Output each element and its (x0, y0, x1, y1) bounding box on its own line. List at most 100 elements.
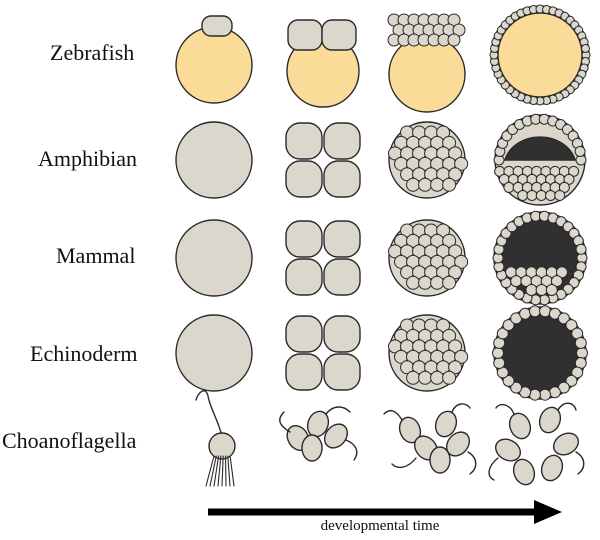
mammal-morula (388, 219, 469, 297)
blastocoel (504, 136, 576, 161)
animal-cell (574, 145, 586, 157)
flagellum (345, 439, 358, 461)
vegetal-cell (517, 189, 529, 201)
flagellum (467, 451, 477, 475)
echinoderm-4cell (285, 315, 361, 391)
blastomere (323, 122, 361, 160)
blastomere (430, 275, 445, 290)
yolk-cell (497, 12, 583, 98)
flagellum (195, 390, 223, 437)
amphibian-blastula (493, 113, 587, 206)
mammal-1cell (175, 219, 253, 297)
axis-label: developmental time (320, 518, 440, 534)
blastomere (287, 19, 323, 51)
epithelial-cell (496, 327, 509, 340)
flagellum (391, 457, 417, 469)
collar-microvillus (227, 455, 231, 487)
colony-cell (508, 412, 532, 440)
choanoflagellate-single (195, 390, 236, 487)
blastomere (448, 339, 463, 354)
blastomere (418, 275, 433, 290)
amphibian-4cell (285, 122, 361, 198)
vegetal-cell (535, 189, 547, 201)
echinoderm-1cell (175, 314, 253, 392)
arrow-head (534, 500, 562, 524)
colony-cell (512, 458, 536, 486)
vegetal-cell (568, 165, 580, 177)
blastomere (406, 275, 421, 290)
collar-microvillus (224, 455, 227, 487)
blastomere (323, 220, 361, 258)
vegetal-cell (526, 189, 538, 201)
mammal-4cell (285, 220, 361, 296)
blastomere (323, 315, 361, 353)
zebrafish-epiboly (489, 4, 591, 106)
zygote (175, 121, 253, 199)
blastomere (442, 177, 457, 192)
row-label-mammal: Mammal (56, 243, 136, 268)
blastomere (442, 370, 457, 385)
vegetal-cell (554, 189, 566, 201)
flagellum (557, 402, 577, 411)
vegetal-cell (563, 173, 575, 185)
amphibian-morula (388, 121, 469, 199)
epithelial-cell (565, 374, 578, 387)
blastomere (201, 15, 233, 37)
collar-microvillus (217, 455, 222, 487)
epithelial-cell (528, 388, 541, 401)
yolk-cell (175, 26, 253, 104)
blastomere (285, 315, 323, 353)
blastomere (448, 265, 463, 280)
epithelial-cell (548, 386, 561, 399)
flagellum (325, 406, 351, 415)
blastomere (285, 122, 323, 160)
blastomere (323, 258, 361, 296)
colony-cell (323, 423, 349, 449)
blastomere (454, 349, 469, 364)
inner-cell-mass (555, 266, 568, 279)
blastomere (447, 33, 461, 47)
collar-microvillus (209, 455, 217, 487)
zebrafish-2cell (286, 19, 360, 108)
blastomere (323, 353, 361, 391)
blastomere (285, 258, 323, 296)
amphibian-1cell (175, 121, 253, 199)
flagellum (488, 457, 499, 481)
blastomere (442, 328, 457, 343)
vegetal-cell (503, 181, 515, 193)
blastomere (448, 167, 463, 182)
choanoflagellate-colony-large (488, 402, 585, 486)
inner-cell-mass (550, 275, 563, 288)
cell-body (208, 432, 236, 460)
flagellum (495, 403, 515, 415)
epithelial-cell (519, 307, 532, 320)
inner-cell-mass (525, 283, 538, 296)
row-label-amphibian: Amphibian (38, 146, 137, 171)
vegetal-cell (545, 189, 556, 201)
blastomere (285, 220, 323, 258)
zygote (175, 219, 253, 297)
blastomere (448, 360, 463, 375)
blastomere (436, 318, 451, 333)
blastomere (430, 370, 445, 385)
blastomere (406, 370, 421, 385)
time-arrow (208, 500, 562, 524)
blastomere (454, 254, 469, 269)
yolk-cell (388, 35, 466, 113)
mammal-blastocyst (492, 210, 588, 306)
blastomere (406, 177, 421, 192)
blastomere (448, 244, 463, 259)
inner-cell-mass (535, 283, 548, 296)
epithelial-cell (539, 388, 552, 401)
choanoflagellate-colony-small (279, 406, 358, 462)
row-label-choanoflagella: Choanoflagella (2, 428, 137, 453)
colony-cell (301, 434, 323, 462)
epithelial-cell (492, 347, 504, 359)
blastomere (442, 275, 457, 290)
inner-cell-mass (545, 283, 558, 296)
blastomere (418, 177, 433, 192)
flagellum (279, 411, 291, 433)
flagellum (383, 409, 403, 421)
row-label-zebrafish: Zebrafish (50, 40, 135, 65)
